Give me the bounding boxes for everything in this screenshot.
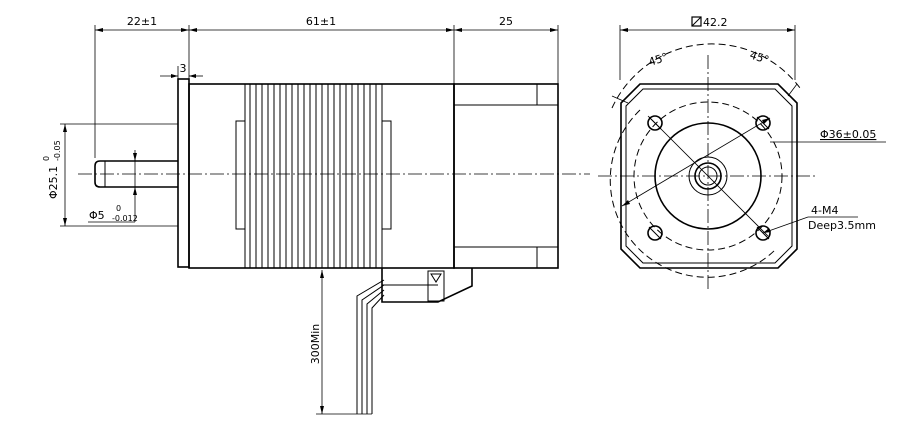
dim-lead-length: 300Min	[309, 324, 322, 365]
dim-body-length: 61±1	[306, 15, 336, 28]
lead-length-dimension: 300Min	[309, 270, 372, 415]
dim-rear-length: 25	[499, 15, 513, 28]
dim-frame-size: 42.2	[703, 16, 728, 29]
left-dimensions: Φ25.1 0 -0.05 Φ5 0 -0.012	[42, 123, 178, 227]
top-dimensions: 22±1 61±1 25 3	[94, 15, 559, 158]
dim-bolt-circle: Φ36±0.05	[820, 128, 876, 141]
dim-boss-tol-upper: 0	[42, 156, 51, 161]
dim-boss-diameter: Φ25.1	[47, 166, 60, 199]
lead-connector	[381, 268, 473, 303]
dim-flange-thickness: 3	[180, 62, 187, 75]
angle-right: 45°	[748, 48, 771, 66]
dim-boss-tol-lower: -0.05	[53, 140, 62, 161]
hole-depth: Deep3.5mm	[808, 219, 876, 232]
rear-cap	[453, 83, 559, 269]
dim-shaft-tol-lower: -0.012	[112, 214, 138, 223]
dim-shaft-length: 22±1	[127, 15, 157, 28]
side-view: 22±1 61±1 25 3 Φ25.1 0 -0.05 Φ5	[42, 15, 590, 415]
front-view: 42.2	[598, 16, 886, 290]
front-flange	[177, 78, 190, 268]
hole-spec: 4-M4	[811, 204, 838, 217]
mounting-face	[620, 83, 798, 269]
angle-left: 45°	[647, 50, 670, 68]
lead-wires	[356, 279, 385, 414]
cooling-fins	[235, 83, 392, 269]
dim-shaft-diameter: Φ5	[89, 209, 105, 222]
dim-shaft-tol-upper: 0	[116, 204, 121, 213]
square-symbol-icon	[691, 16, 702, 27]
